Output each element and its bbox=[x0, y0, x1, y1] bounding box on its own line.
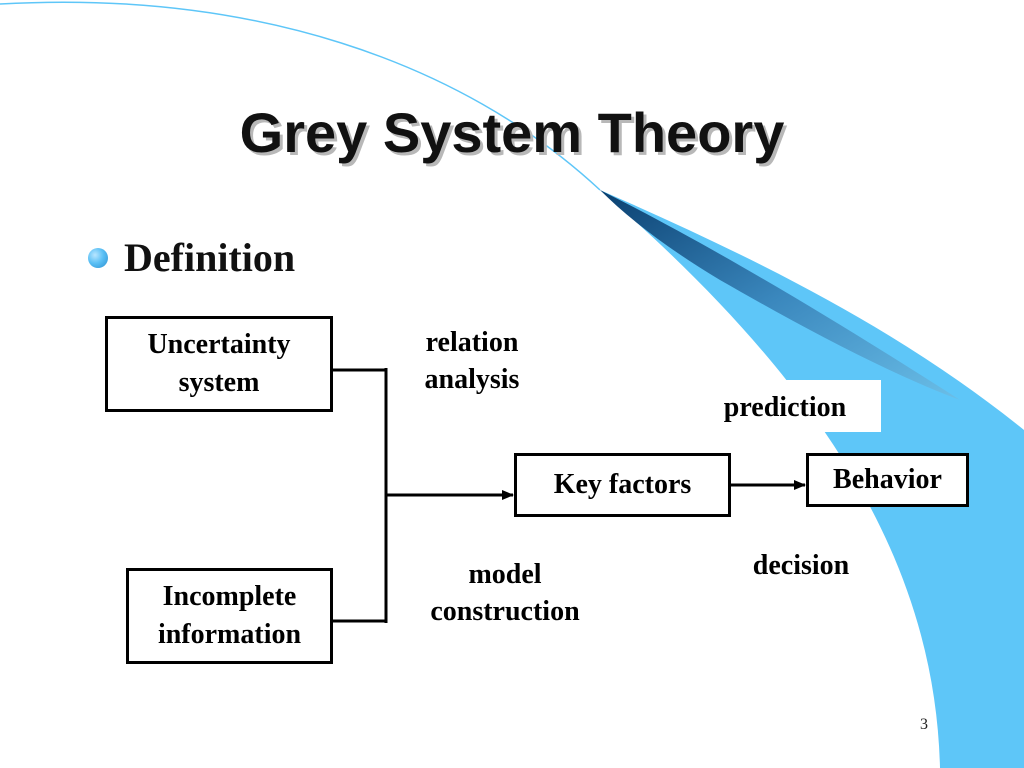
behavior-box: Behavior bbox=[806, 453, 969, 507]
relation-analysis-label: relation analysis bbox=[424, 327, 520, 395]
key-factors-box: Key factors bbox=[514, 453, 731, 517]
decision-label: decision bbox=[752, 550, 850, 581]
model-construction-label: model construction bbox=[430, 559, 580, 627]
incomplete-information-label: Incomplete information bbox=[157, 581, 302, 650]
uncertainty-system-box: Uncertainty system bbox=[105, 316, 333, 412]
prediction-label: prediction bbox=[723, 392, 847, 423]
incomplete-information-box: Incomplete information bbox=[126, 568, 333, 664]
bullet-dot-icon bbox=[88, 247, 108, 268]
uncertainty-system-label: Uncertainty system bbox=[147, 329, 291, 398]
prediction-label-background bbox=[705, 380, 881, 432]
key-factors-label: Key factors bbox=[553, 469, 692, 500]
page-number: 3 bbox=[920, 716, 928, 733]
bullet-definition: Definition bbox=[88, 234, 295, 281]
slide-title: Grey System Theory bbox=[239, 101, 785, 164]
bullet-text: Definition bbox=[124, 235, 296, 280]
behavior-label: Behavior bbox=[833, 464, 942, 495]
